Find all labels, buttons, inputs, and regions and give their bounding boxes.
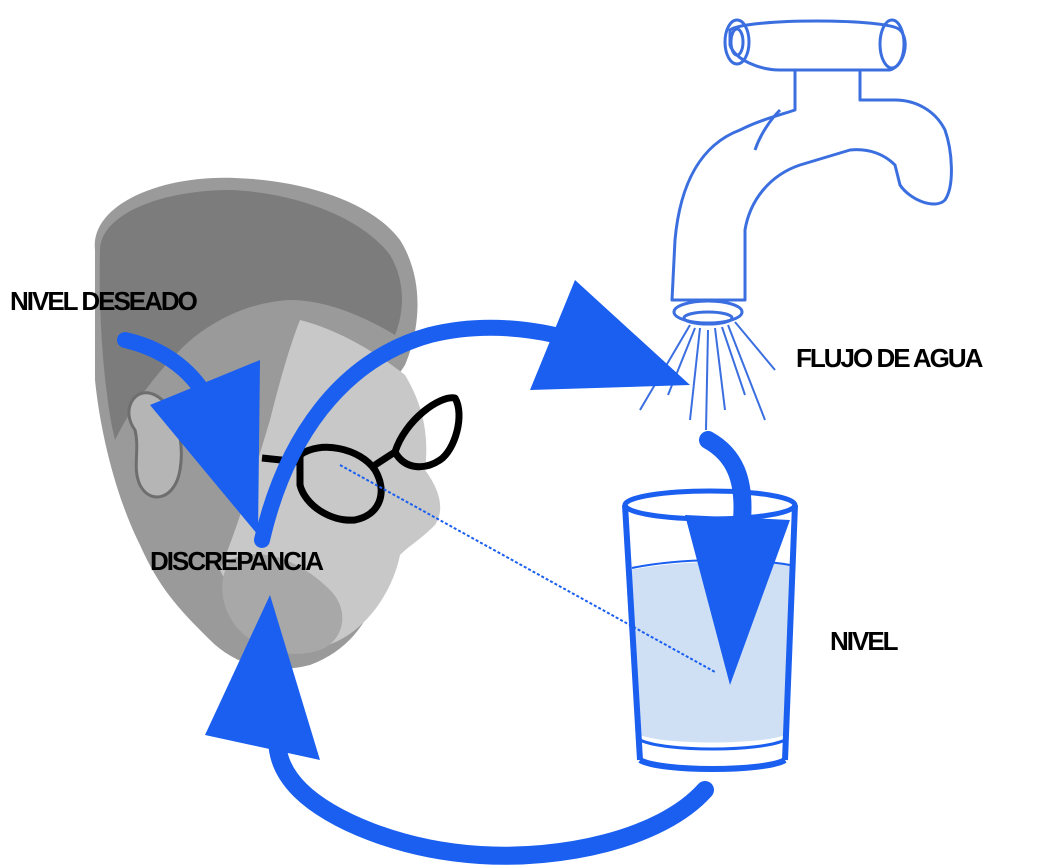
arrowhead-flow (530, 280, 690, 390)
head-with-glasses-icon (95, 178, 459, 669)
label-nivel: NIVEL (830, 628, 897, 654)
label-nivel-deseado: NIVEL DESEADO (10, 288, 196, 314)
label-flujo-de-agua: FLUJO DE AGUA (796, 345, 981, 371)
label-discrepancia: DISCREPANCIA (150, 548, 322, 574)
arrow-flow-to-level (708, 440, 743, 520)
